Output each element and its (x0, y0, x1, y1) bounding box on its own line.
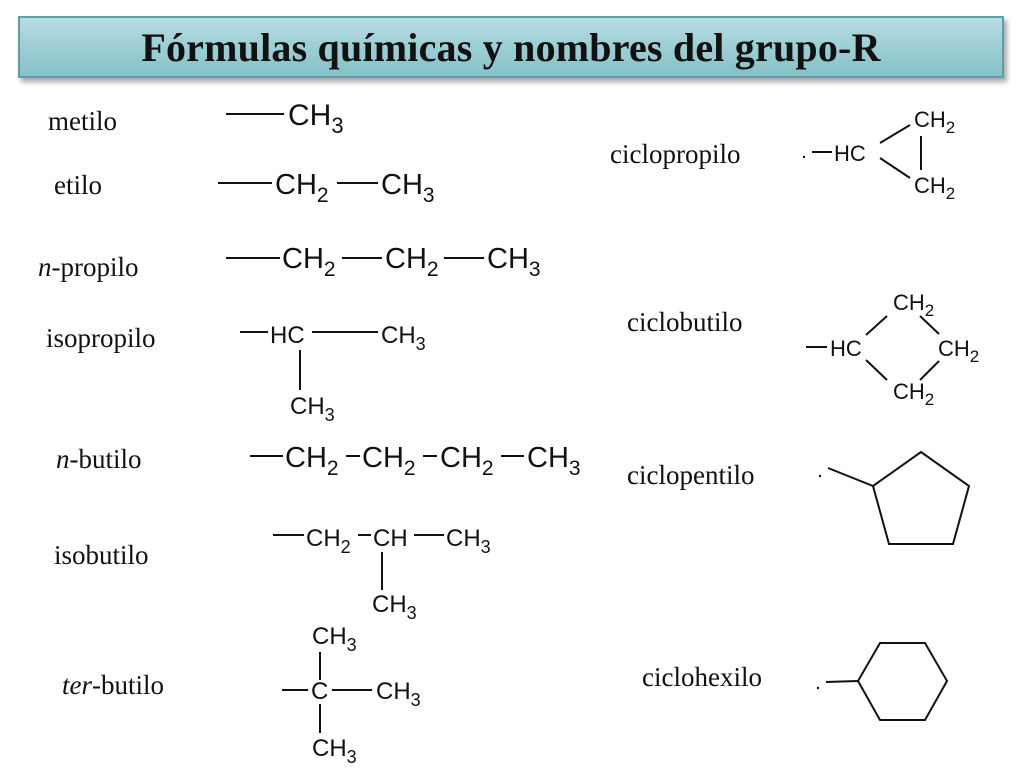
atom-ch: CH (373, 525, 408, 552)
pentagon-ring (871, 450, 971, 545)
atom-ch3: CH3 (288, 99, 344, 138)
atom-ch2: CH2 (914, 107, 955, 137)
atom-ch2: CH2 (385, 243, 439, 281)
atom-ch3: CH3 (381, 322, 426, 354)
bond (865, 359, 888, 381)
atom-ch3: CH3 (312, 623, 357, 655)
label-isobutilo: isobutilo (54, 540, 149, 570)
atom-ch2: CH2 (914, 173, 955, 203)
atom-ch3: CH3 (527, 442, 581, 480)
atom-ch2: CH2 (306, 525, 351, 557)
atom-ch2: CH2 (362, 442, 416, 480)
label-metilo: metilo (48, 106, 117, 136)
atom-hc: HC (270, 322, 305, 349)
atom-ch3: CH3 (376, 678, 421, 710)
structure-n-propilo: CH2 CH2 CH3 (226, 243, 541, 281)
atom-ch2: CH2 (282, 243, 336, 281)
label-ciclohexilo: ciclohexilo (642, 662, 762, 692)
atom-ch2: CH2 (275, 169, 329, 207)
bond (879, 124, 911, 144)
structure-isobutilo: CH2 CH CH3 CH3 (273, 525, 491, 623)
structure-etilo: CH2 CH3 (218, 169, 435, 207)
bond (919, 315, 940, 335)
label-isopropilo: isopropilo (46, 323, 156, 353)
atom-ch2: CH2 (893, 379, 934, 409)
structure-n-butilo: CH2 CH2 CH2 CH3 (250, 442, 581, 480)
page-title: Fórmulas químicas y nombres del grupo-R (141, 24, 881, 70)
bond (865, 315, 888, 336)
dot (802, 155, 806, 159)
atom-ch2: CH2 (893, 290, 934, 320)
label-n-butilo: n-butilo (56, 444, 142, 474)
bond (827, 467, 874, 487)
label-ciclopropilo: ciclopropilo (610, 139, 741, 169)
bond (919, 360, 940, 381)
atom-ch3: CH3 (290, 393, 335, 425)
atom-hc: HC (830, 336, 862, 361)
structure-ter-butilo: CH3 C CH3 CH3 (282, 623, 421, 767)
label-ciclobutilo: ciclobutilo (627, 307, 743, 337)
atom-ch3: CH3 (312, 735, 357, 767)
atom-ch3: CH3 (446, 525, 491, 557)
structure-ciclobutilo: HC CH2 CH2 CH2 (806, 290, 979, 409)
label-ter-butilo: ter-butilo (62, 670, 164, 700)
structure-isopropilo: HC CH3 CH3 (240, 322, 426, 425)
atom-c: C (311, 678, 328, 705)
structure-ciclopentilo (818, 450, 971, 545)
dot (816, 686, 820, 690)
atom-ch2: CH2 (285, 442, 339, 480)
title-banner: Fórmulas químicas y nombres del grupo-R (18, 16, 1004, 78)
atom-ch2: CH2 (938, 336, 979, 366)
bond (879, 157, 911, 179)
label-etilo: etilo (54, 170, 102, 200)
atom-ch3: CH3 (372, 591, 417, 623)
structure-ciclopropilo: HC CH2 CH2 (802, 107, 955, 203)
atom-ch2: CH2 (440, 442, 494, 480)
atom-ch3: CH3 (381, 169, 435, 207)
label-n-propilo: n-propilo (38, 252, 139, 282)
hexagon-ring (856, 642, 949, 721)
atom-ch3: CH3 (487, 243, 541, 281)
structure-metilo: CH3 (226, 99, 344, 138)
label-ciclopentilo: ciclopentilo (627, 460, 755, 490)
bond (825, 680, 859, 683)
structure-ciclohexilo (816, 642, 949, 721)
dot (818, 474, 822, 478)
atom-hc: HC (834, 141, 866, 166)
